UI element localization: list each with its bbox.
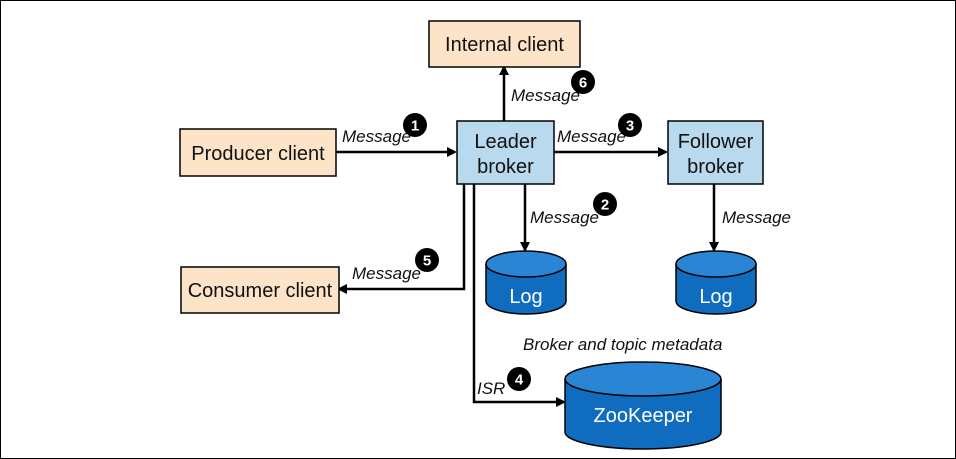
leader-log-cylinder-top bbox=[485, 250, 567, 278]
follower-log-label: Log bbox=[699, 286, 732, 308]
follower-log-database: Log bbox=[675, 250, 757, 315]
zookeeper-label: ZooKeeper bbox=[594, 405, 693, 427]
follower-log-cylinder-top bbox=[675, 250, 757, 278]
zookeeper-metadata-caption: Broker and topic metadata bbox=[523, 335, 722, 354]
edge-label-producer-to-leader: Message bbox=[342, 127, 411, 146]
edge-label-leader-to-internal: Message bbox=[511, 86, 580, 105]
edge-label-leader-to-consumer: Message bbox=[352, 264, 421, 283]
internal-client-node: Internal client bbox=[428, 20, 581, 68]
leader-log-label: Log bbox=[509, 286, 542, 308]
consumer-client-box bbox=[180, 266, 340, 314]
internal-client-box bbox=[428, 20, 581, 68]
producer-client-node: Producer client bbox=[179, 128, 337, 177]
follower-broker-box bbox=[667, 120, 764, 185]
step-badge-5-label: 5 bbox=[423, 253, 431, 270]
zookeeper-database: ZooKeeper bbox=[564, 361, 722, 450]
follower-broker-label-line2: broker bbox=[687, 156, 744, 178]
edge-label-leader-to-log: Message bbox=[530, 208, 599, 227]
producer-client-label: Producer client bbox=[191, 143, 325, 165]
internal-client-label: Internal client bbox=[445, 34, 564, 56]
step-badge-2: 2 bbox=[593, 192, 617, 216]
step-badge-4: 4 bbox=[507, 367, 531, 391]
step-badge-6: 6 bbox=[571, 70, 595, 94]
consumer-client-node: Consumer client bbox=[180, 266, 340, 314]
follower-log-cylinder-body bbox=[675, 264, 757, 315]
follower-broker-node: Follower broker bbox=[667, 120, 764, 185]
edge-leader-to-consumer bbox=[337, 184, 466, 294]
step-badge-5: 5 bbox=[415, 248, 439, 272]
leader-broker-label-line2: broker bbox=[477, 156, 534, 178]
step-badge-2-label: 2 bbox=[601, 197, 609, 214]
zookeeper-cylinder-top bbox=[564, 361, 722, 397]
step-badge-6-label: 6 bbox=[579, 75, 587, 92]
step-badge-3-label: 3 bbox=[626, 118, 634, 135]
leader-log-database: Log bbox=[485, 250, 567, 315]
edge-label-follower-to-log: Message bbox=[722, 208, 791, 227]
edges bbox=[336, 65, 719, 407]
zookeeper-cylinder-body bbox=[564, 379, 722, 450]
edge-label-leader-to-zookeeper: ISR bbox=[477, 379, 505, 398]
leader-broker-node: Leader broker bbox=[456, 120, 555, 185]
step-badge-1: 1 bbox=[403, 113, 427, 137]
leader-broker-box bbox=[456, 120, 555, 185]
step-badge-1-label: 1 bbox=[411, 118, 419, 135]
step-badge-4-label: 4 bbox=[515, 372, 524, 389]
step-badge-3: 3 bbox=[618, 113, 642, 137]
edge-label-leader-to-follower: Message bbox=[557, 127, 626, 146]
leader-broker-label-line1: Leader bbox=[474, 131, 537, 153]
follower-broker-label-line1: Follower bbox=[678, 131, 754, 153]
edge-leader-to-zookeeper bbox=[472, 184, 566, 407]
consumer-client-label: Consumer client bbox=[188, 280, 333, 302]
leader-log-cylinder-body bbox=[485, 264, 567, 315]
edge-labels: Message Message Message Message Message … bbox=[342, 86, 791, 398]
step-badges: 6 1 3 2 5 4 bbox=[403, 70, 642, 391]
producer-client-box bbox=[179, 128, 337, 177]
